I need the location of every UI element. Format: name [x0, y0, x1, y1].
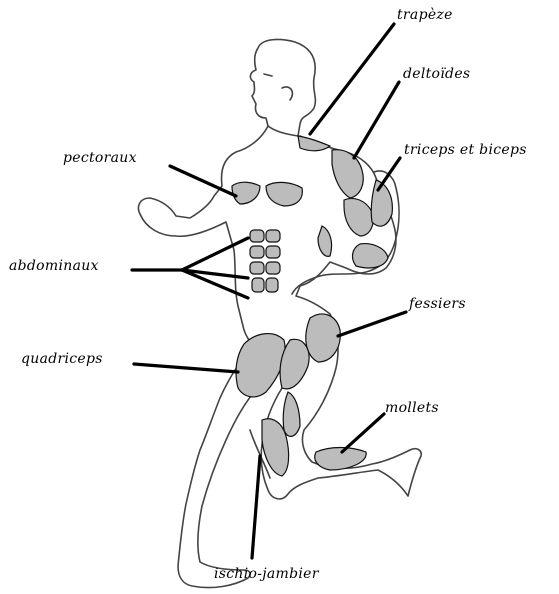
- quadriceps-muscle: [236, 334, 285, 397]
- label-pectoraux: pectoraux: [63, 150, 137, 166]
- label-deltoides: deltoïdes: [403, 66, 470, 82]
- abdominal-block-6: [266, 262, 280, 274]
- abdominal-block-2: [266, 230, 280, 242]
- label-trapeze: trapèze: [397, 7, 453, 23]
- oblique-muscle: [318, 226, 332, 256]
- label-abdominaux: abdominaux: [9, 258, 99, 274]
- forearm-muscle: [353, 244, 388, 268]
- calf-back-leg: [283, 392, 300, 436]
- pointer-ischio-jambier: [252, 456, 260, 558]
- glute-muscle: [306, 314, 340, 362]
- pointer-pectoraux: [170, 166, 236, 196]
- torso-outline: [138, 126, 268, 346]
- trapeze-muscle: [298, 136, 330, 151]
- pointer-deltoides: [354, 82, 399, 158]
- abdominal-block-4: [266, 246, 280, 258]
- pointer-fessiers: [338, 312, 406, 336]
- label-ischio-jambier: ischio-jambier: [214, 566, 319, 582]
- pointer-mollets: [342, 414, 384, 452]
- abdominal-block-5: [250, 262, 264, 274]
- label-quadriceps: quadriceps: [21, 351, 103, 367]
- label-mollets: mollets: [385, 400, 439, 416]
- abdominal-block-8: [266, 278, 278, 292]
- abdominal-block-1: [250, 230, 264, 242]
- label-fessiers: fessiers: [409, 296, 466, 312]
- pointer-abdominaux-1: [182, 238, 248, 270]
- pointer-quadriceps: [134, 364, 238, 372]
- pectoral-right: [266, 182, 302, 206]
- eye: [264, 74, 272, 76]
- ear: [282, 87, 292, 100]
- pointer-triceps-biceps: [378, 158, 400, 190]
- biceps-muscle: [344, 199, 373, 237]
- abdominal-block-3: [250, 246, 264, 258]
- pectoral-left: [232, 182, 260, 204]
- pointer-trapeze: [310, 24, 394, 134]
- label-triceps-biceps: triceps et biceps: [404, 142, 527, 158]
- abdominal-block-7: [252, 278, 264, 292]
